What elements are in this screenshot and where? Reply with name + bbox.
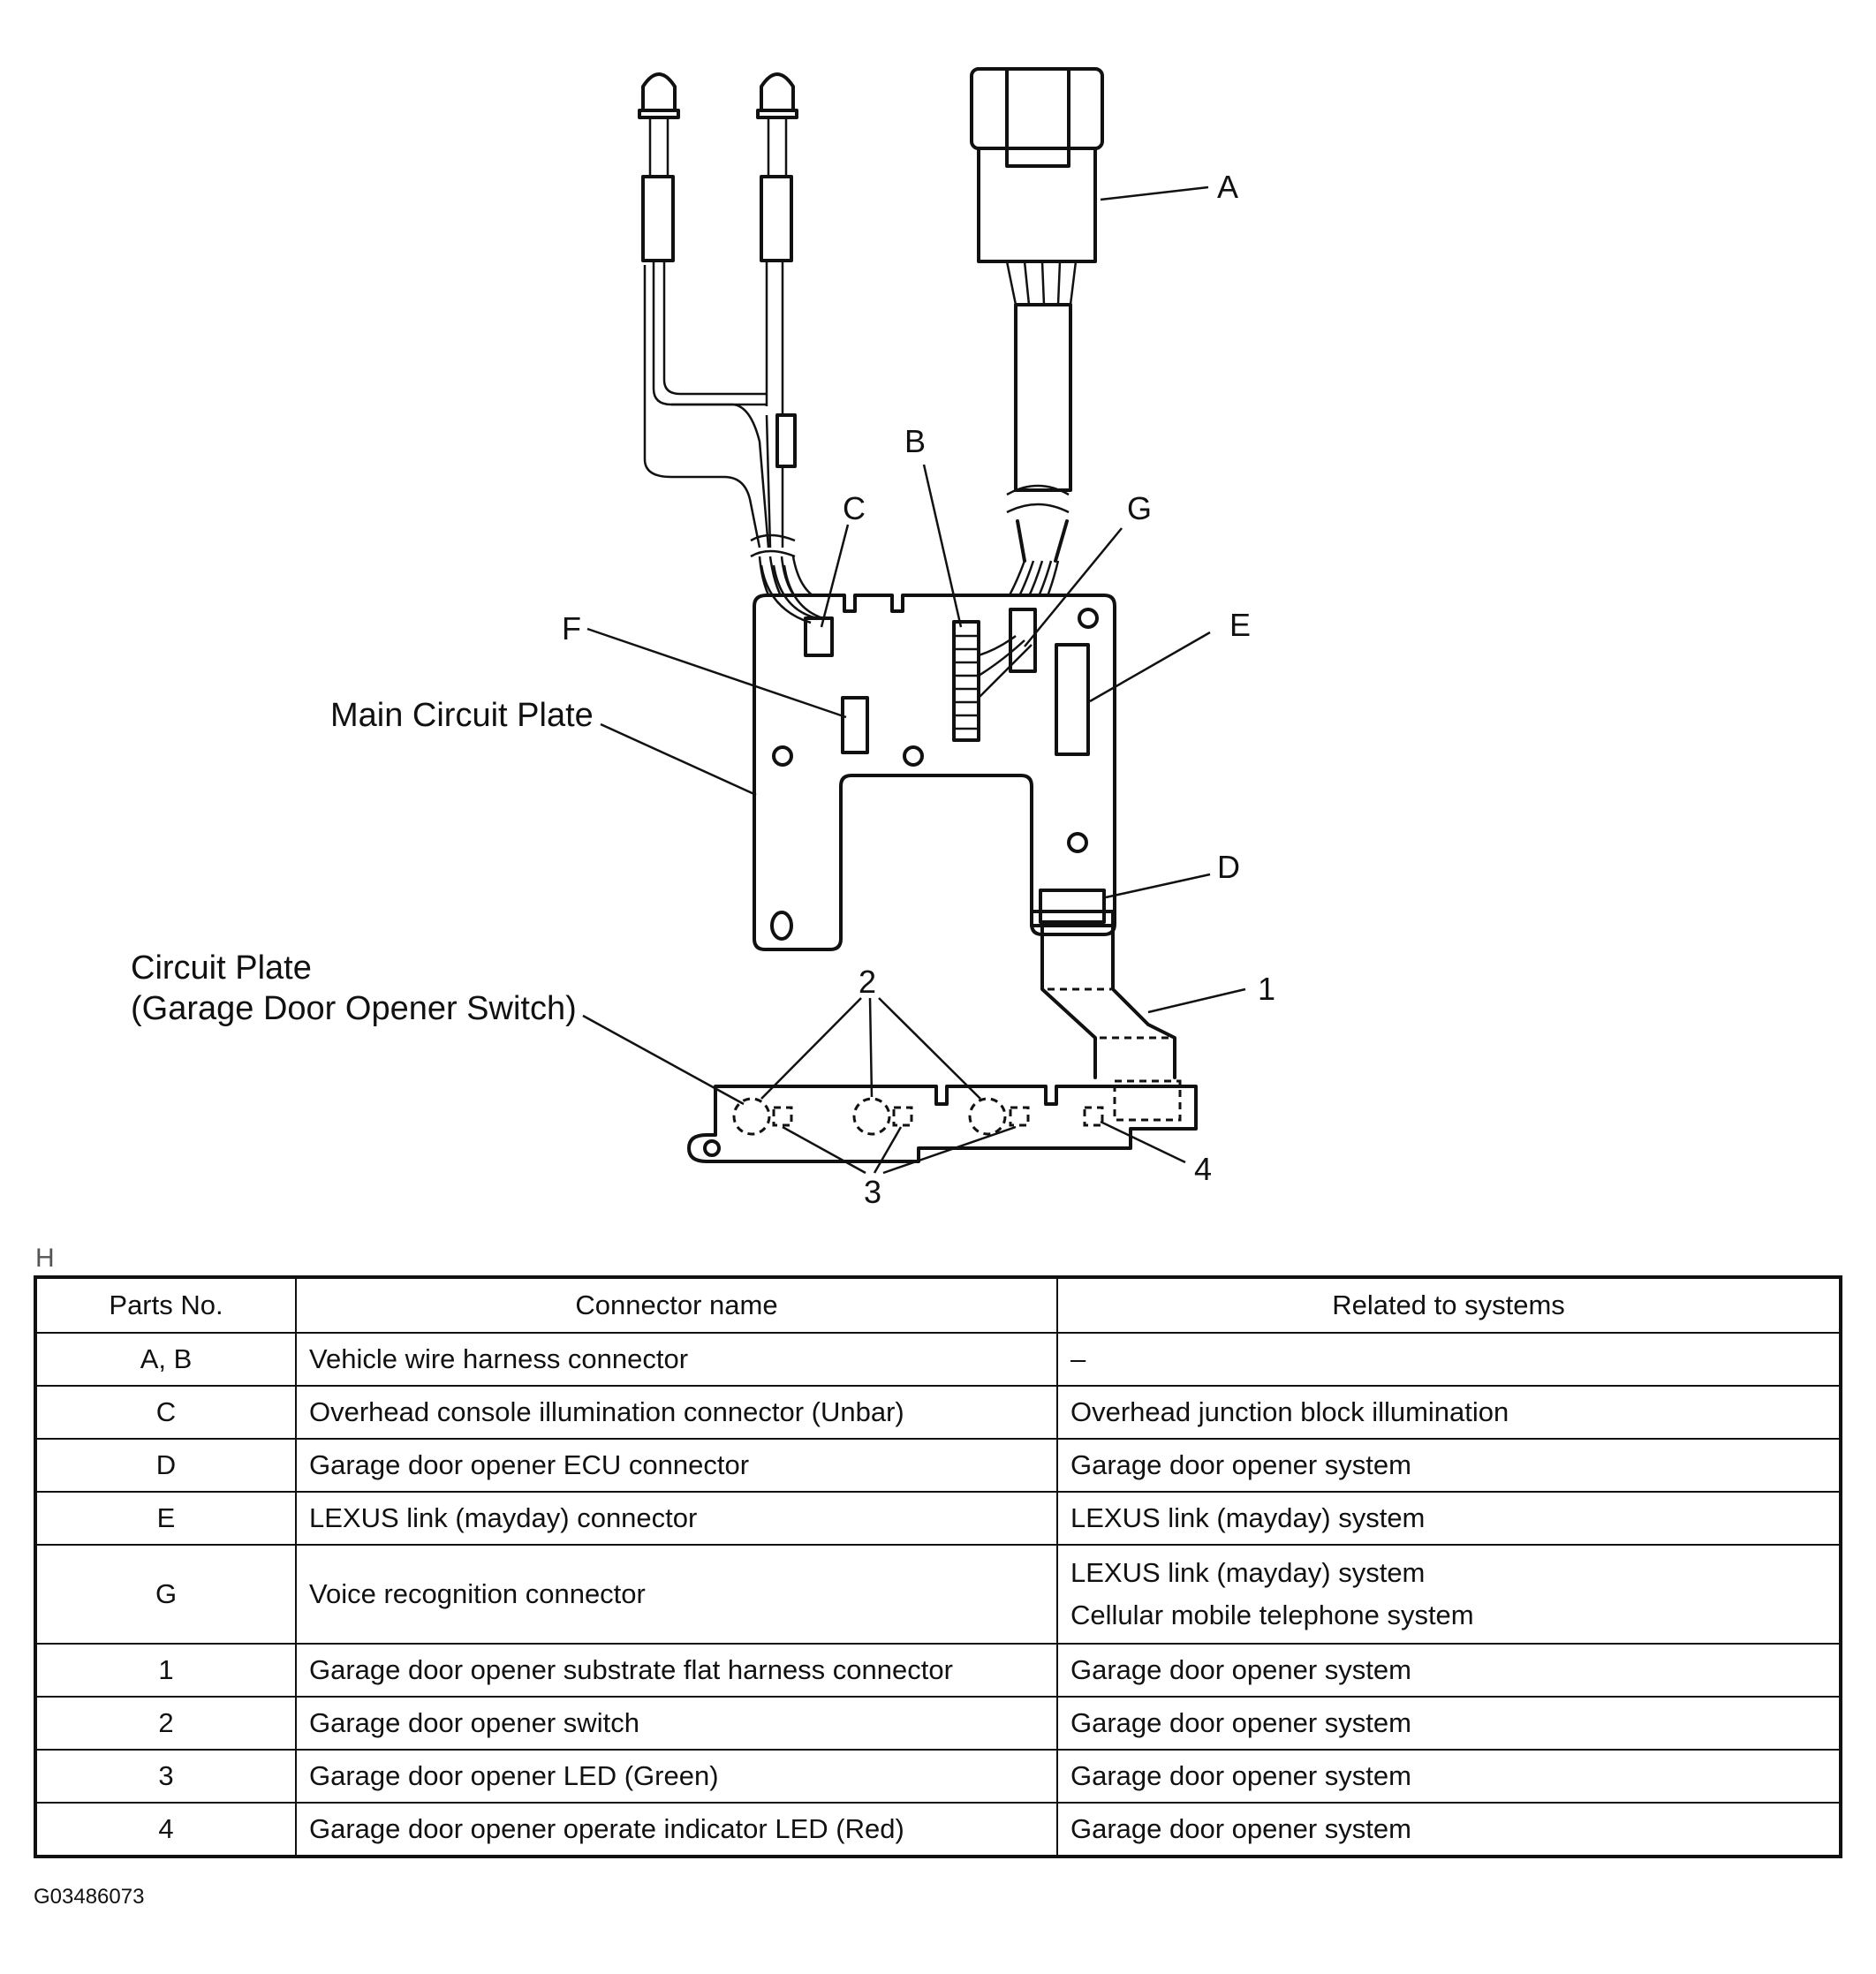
connector-name: LEXUS link (mayday) connector <box>295 1491 1058 1546</box>
table-row: D Garage door opener ECU connector Garag… <box>34 1438 1842 1493</box>
related-system: Overhead junction block illumination <box>1056 1385 1842 1440</box>
part-no: A, B <box>34 1332 297 1387</box>
connector-name: Vehicle wire harness connector <box>295 1332 1058 1387</box>
table-row: 3 Garage door opener LED (Green) Garage … <box>34 1749 1842 1804</box>
related-system: Garage door opener system <box>1056 1696 1842 1751</box>
table-row: C Overhead console illumination connecto… <box>34 1385 1842 1440</box>
callout-e: E <box>1229 607 1251 643</box>
header-related-systems: Related to systems <box>1056 1276 1842 1334</box>
related-system: Garage door opener system <box>1056 1749 1842 1804</box>
callout-f: F <box>562 610 581 647</box>
related-system: Cellular mobile telephone system <box>1070 1600 1474 1630</box>
figure-code: G03486073 <box>34 1885 145 1909</box>
table-header-row: Parts No. Connector name Related to syst… <box>34 1276 1842 1334</box>
connector-f <box>841 696 869 754</box>
main-plate-label: Main Circuit Plate <box>330 697 594 734</box>
switch-2 <box>732 1097 771 1136</box>
led-bulb-right <box>756 72 798 119</box>
switch-plate-label-line1: Circuit Plate <box>131 949 312 987</box>
switch-2 <box>852 1097 891 1136</box>
connector-a <box>970 67 1104 656</box>
part-no: 1 <box>34 1643 297 1698</box>
connector-table: Parts No. Connector name Related to syst… <box>34 1275 1842 1858</box>
led-3 <box>892 1106 913 1127</box>
connector-name: Voice recognition connector <box>295 1544 1058 1645</box>
table-row: A, B Vehicle wire harness connector – <box>34 1332 1842 1387</box>
callout-2: 2 <box>859 964 876 1000</box>
switch-2 <box>968 1097 1007 1136</box>
table-row: E LEXUS link (mayday) connector LEXUS li… <box>34 1491 1842 1546</box>
flat-connector-1 <box>1113 1079 1182 1122</box>
led-3 <box>1009 1106 1030 1127</box>
header-parts-no: Parts No. <box>34 1276 297 1334</box>
flat-harness-1 <box>1040 924 1176 1079</box>
mount-hole <box>1078 608 1099 629</box>
callout-g: G <box>1127 490 1152 526</box>
callout-d: D <box>1217 849 1240 885</box>
mount-hole <box>1067 832 1088 853</box>
callout-1: 1 <box>1258 971 1275 1007</box>
connector-diagram: A B C G F E D 1 2 3 4 Main Circuit Plate… <box>131 67 1275 1210</box>
led-wires <box>641 117 830 641</box>
related-system: – <box>1056 1332 1842 1387</box>
leader-lines <box>582 185 1246 1175</box>
related-systems-cell: LEXUS link (mayday) system Cellular mobi… <box>1056 1544 1842 1645</box>
switch-plate-label-line2: (Garage Door Opener Switch) <box>131 990 577 1027</box>
related-system: LEXUS link (mayday) system <box>1070 1557 1426 1588</box>
connector-e <box>1055 643 1090 756</box>
connector-b <box>952 620 980 742</box>
connector-name: Garage door opener LED (Green) <box>295 1749 1058 1804</box>
callout-a: A <box>1217 169 1238 205</box>
table-row: 2 Garage door opener switch Garage door … <box>34 1696 1842 1751</box>
connector-name: Overhead console illumination connector … <box>295 1385 1058 1440</box>
connector-name: Garage door opener operate indicator LED… <box>295 1802 1058 1857</box>
related-system: Garage door opener system <box>1056 1438 1842 1493</box>
part-no: C <box>34 1385 297 1440</box>
table-row: 1 Garage door opener substrate flat harn… <box>34 1643 1842 1698</box>
related-system: Garage door opener system <box>1056 1643 1842 1698</box>
main-circuit-plate <box>753 564 1116 951</box>
callout-b: B <box>904 423 926 459</box>
mount-hole <box>772 745 793 767</box>
connector-name: Garage door opener substrate flat harnes… <box>295 1643 1058 1698</box>
callout-4: 4 <box>1194 1151 1212 1187</box>
led-3 <box>772 1106 793 1127</box>
part-no: E <box>34 1491 297 1546</box>
switch-circuit-plate <box>687 1079 1198 1163</box>
related-system: LEXUS link (mayday) system <box>1056 1491 1842 1546</box>
callout-c: C <box>843 490 866 526</box>
related-system: Garage door opener system <box>1056 1802 1842 1857</box>
connector-g <box>1009 608 1037 673</box>
connector-name: Garage door opener ECU connector <box>295 1438 1058 1493</box>
part-no: 4 <box>34 1802 297 1857</box>
header-connector-name: Connector name <box>295 1276 1058 1334</box>
led-bulb-left <box>638 72 680 119</box>
mount-hole <box>770 911 793 941</box>
connector-d <box>1039 889 1106 924</box>
part-no: 3 <box>34 1749 297 1804</box>
table-row: G Voice recognition connector LEXUS link… <box>34 1544 1842 1645</box>
table-marker: H <box>35 1244 55 1273</box>
led-4 <box>1083 1106 1104 1127</box>
connector-c <box>804 616 834 657</box>
connector-name: Garage door opener switch <box>295 1696 1058 1751</box>
table-row: 4 Garage door opener operate indicator L… <box>34 1802 1842 1857</box>
callout-3: 3 <box>864 1174 881 1210</box>
part-no: D <box>34 1438 297 1493</box>
mount-hole <box>903 745 924 767</box>
part-no: G <box>34 1544 297 1645</box>
part-no: 2 <box>34 1696 297 1751</box>
